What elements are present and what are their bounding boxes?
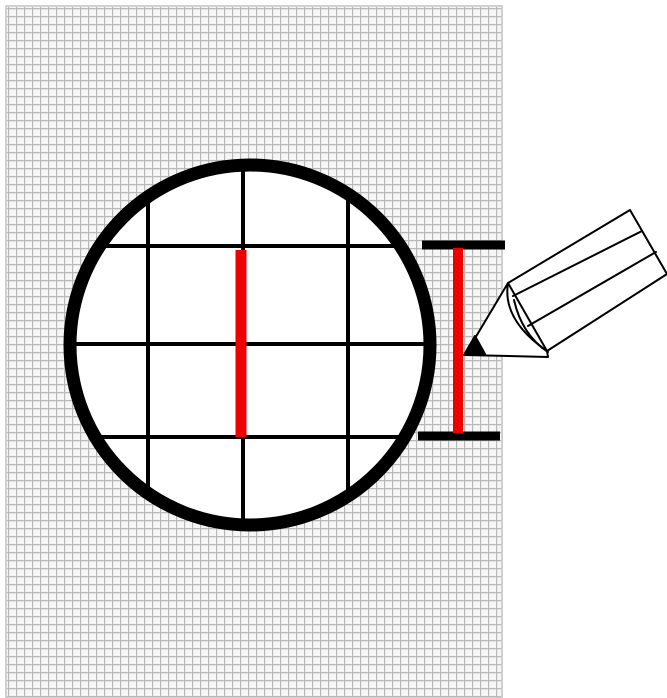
pencil-body: [508, 210, 667, 351]
